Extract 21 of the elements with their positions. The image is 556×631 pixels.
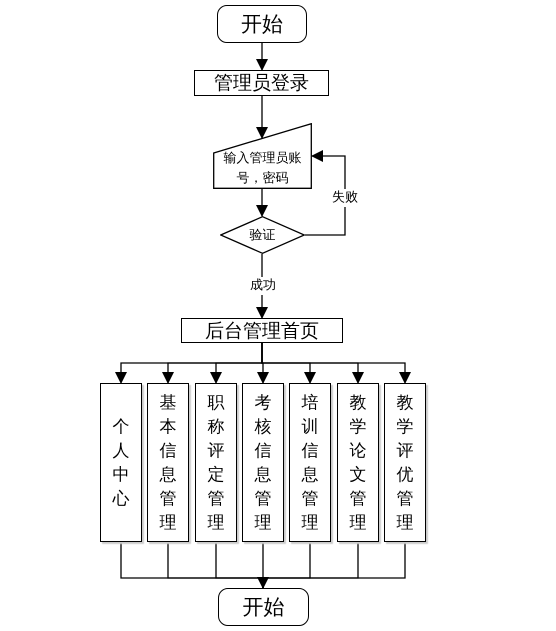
process-box: 管理员登录 xyxy=(194,70,329,96)
arrow xyxy=(305,150,346,236)
module-box: 职称评定管理 xyxy=(195,383,237,542)
module-box: 基本信息管理 xyxy=(147,383,189,542)
edge-label: 失败 xyxy=(330,189,360,207)
terminal-box: 开始 xyxy=(218,588,309,626)
edge-label: 成功 xyxy=(248,277,278,295)
module-box: 考核信息管理 xyxy=(242,383,284,542)
decision-diamond: 验证 xyxy=(220,216,305,254)
terminal-box: 开始 xyxy=(217,5,307,43)
process-box: 后台管理首页 xyxy=(181,318,343,343)
module-box: 教学论文管理 xyxy=(337,383,379,542)
arrow xyxy=(261,343,411,384)
arrow xyxy=(256,96,268,139)
module-box: 教学评优管理 xyxy=(384,383,426,542)
module-box: 个人中心 xyxy=(100,383,142,542)
manual-input-shape: 输入管理员账号，密码 xyxy=(213,123,312,189)
arrow xyxy=(257,542,269,589)
arrow xyxy=(256,189,268,217)
module-box: 培训信息管理 xyxy=(289,383,331,542)
arrow xyxy=(256,43,268,71)
